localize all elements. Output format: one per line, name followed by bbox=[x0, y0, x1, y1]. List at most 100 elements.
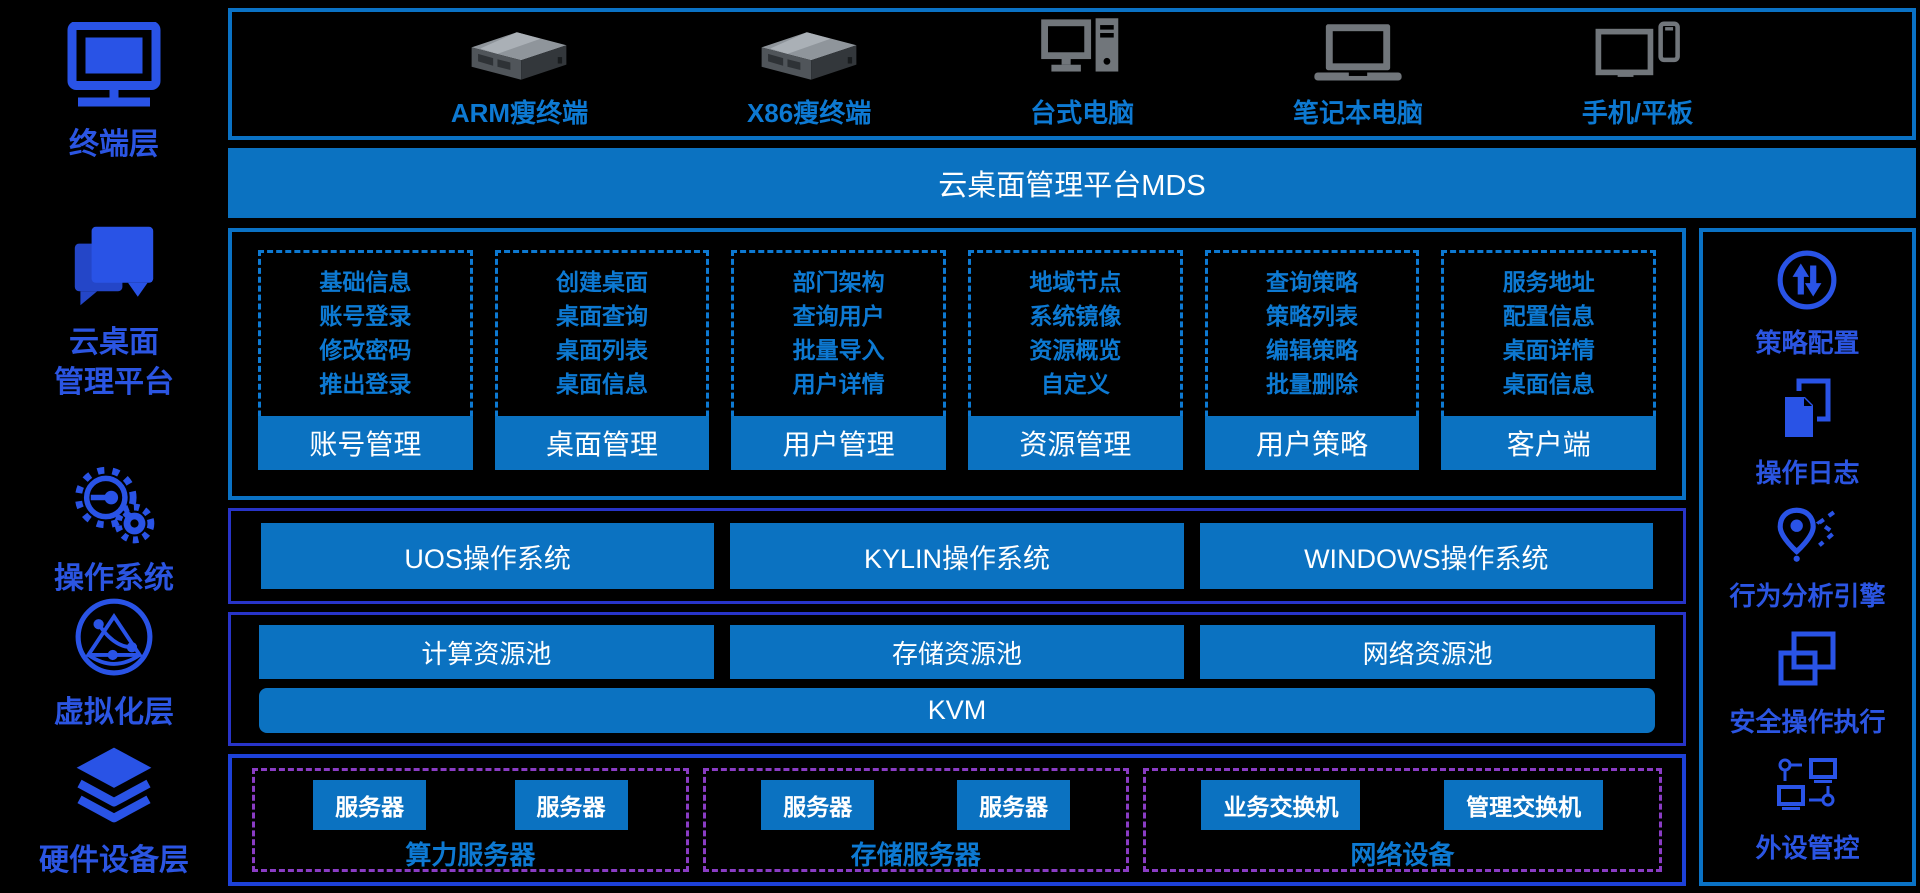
module-label: 用户策略 bbox=[1204, 416, 1420, 470]
module-user-management: 部门架构 查询用户 批量导入 用户详情 用户管理 bbox=[731, 250, 947, 470]
module-item: 修改密码 bbox=[319, 336, 412, 363]
terminal-devices-panel: ARM瘦终端 X86瘦终端 bbox=[228, 8, 1916, 140]
security-features-panel: 策略配置 操作日志 行为分析引擎 bbox=[1699, 228, 1916, 886]
desktop-pc-icon bbox=[1041, 16, 1123, 89]
module-client: 服务地址 配置信息 桌面详情 桌面信息 客户端 bbox=[1441, 250, 1657, 470]
server-chip: 服务器 bbox=[514, 780, 628, 830]
module-item: 批量删除 bbox=[1266, 370, 1359, 397]
feature-label: 策略配置 bbox=[1755, 327, 1860, 358]
module-item: 桌面信息 bbox=[556, 370, 648, 397]
server-chip: 服务器 bbox=[761, 780, 875, 830]
module-item: 账号登录 bbox=[319, 302, 412, 329]
device-label: 笔记本电脑 bbox=[1293, 98, 1424, 128]
operating-system-panel: UOS操作系统 KYLIN操作系统 WINDOWS操作系统 bbox=[228, 508, 1686, 604]
sidebar-label: 硬件设备层 bbox=[39, 844, 189, 877]
switch-chip: 管理交换机 bbox=[1444, 780, 1604, 830]
device-phone-tablet: 手机/平板 bbox=[1582, 20, 1693, 130]
hardware-group-label: 存储服务器 bbox=[850, 840, 981, 870]
hardware-chip-row: 业务交换机 管理交换机 bbox=[1146, 780, 1659, 830]
thin-client-icon bbox=[467, 28, 571, 89]
module-item-list: 地域节点 系统镜像 资源概览 自定义 bbox=[971, 253, 1180, 412]
module-item-list: 创建桌面 桌面查询 桌面列表 桌面信息 bbox=[498, 253, 707, 412]
resource-pool-row: 计算资源池 存储资源池 网络资源池 bbox=[259, 625, 1656, 680]
hardware-group-label: 算力服务器 bbox=[405, 840, 536, 870]
module-item: 地域节点 bbox=[1029, 268, 1122, 295]
module-item: 桌面查询 bbox=[556, 302, 648, 329]
module-label: 资源管理 bbox=[968, 416, 1183, 470]
module-label: 桌面管理 bbox=[494, 416, 710, 470]
server-chip: 服务器 bbox=[957, 780, 1071, 830]
management-modules-panel: 基础信息 账号登录 修改密码 推出登录 账号管理 创建桌面 桌面查询 桌面列表 … bbox=[228, 228, 1686, 500]
module-item: 配置信息 bbox=[1502, 302, 1595, 329]
module-item: 服务地址 bbox=[1502, 268, 1595, 295]
platform-banner: 云桌面管理平台MDS bbox=[228, 148, 1916, 218]
module-item-list: 部门架构 查询用户 批量导入 用户详情 bbox=[734, 253, 943, 412]
feature-label: 行为分析引擎 bbox=[1729, 581, 1886, 612]
module-item: 桌面信息 bbox=[1502, 370, 1595, 397]
sidebar-item-hardware-layer: 硬件设备层 bbox=[0, 744, 228, 881]
module-item-list: 基础信息 账号登录 修改密码 推出登录 bbox=[261, 253, 470, 412]
network-globe-icon bbox=[73, 596, 155, 683]
module-user-policy: 查询策略 策略列表 编辑策略 批量删除 用户策略 bbox=[1204, 250, 1420, 470]
module-item: 桌面列表 bbox=[556, 336, 648, 363]
device-desktop-pc: 台式电脑 bbox=[1030, 16, 1134, 130]
storage-pool-box: 存储资源池 bbox=[729, 625, 1185, 680]
feature-label: 安全操作执行 bbox=[1729, 707, 1886, 738]
device-x86-thin-client: X86瘦终端 bbox=[747, 28, 871, 130]
layers-icon bbox=[68, 744, 160, 831]
switch-chip: 业务交换机 bbox=[1201, 780, 1361, 830]
module-item: 桌面详情 bbox=[1502, 336, 1595, 363]
module-item: 查询策略 bbox=[1266, 268, 1359, 295]
module-item: 批量导入 bbox=[792, 336, 885, 363]
module-account-management: 基础信息 账号登录 修改密码 推出登录 账号管理 bbox=[258, 250, 473, 470]
device-label: 手机/平板 bbox=[1581, 98, 1694, 128]
hardware-group-compute-servers: 服务器 服务器 算力服务器 bbox=[252, 768, 689, 872]
kvm-box: KVM bbox=[259, 688, 1655, 733]
feature-label: 外设管控 bbox=[1755, 833, 1860, 864]
module-label: 账号管理 bbox=[258, 416, 473, 470]
sidebar-label: 终端层 bbox=[69, 128, 159, 161]
virtualization-panel: 计算资源池 存储资源池 网络资源池 KVM bbox=[228, 612, 1686, 746]
phone-tablet-icon bbox=[1595, 20, 1681, 89]
chat-bubbles-icon bbox=[68, 224, 160, 313]
secure-operation-icon bbox=[1777, 630, 1837, 695]
hardware-panel: 服务器 服务器 算力服务器 服务器 服务器 存储服务器 业务交换机 管理交换机 … bbox=[228, 754, 1686, 886]
module-label: 客户端 bbox=[1441, 416, 1657, 470]
monitor-icon bbox=[66, 21, 162, 115]
feature-operation-log: 操作日志 bbox=[1755, 377, 1860, 490]
feature-policy-config: 策略配置 bbox=[1755, 249, 1860, 360]
sidebar-label-line: 管理平台 bbox=[54, 366, 174, 399]
module-desktop-management: 创建桌面 桌面查询 桌面列表 桌面信息 桌面管理 bbox=[494, 250, 710, 470]
module-item: 编辑策略 bbox=[1266, 336, 1359, 363]
gears-icon bbox=[70, 462, 158, 549]
feature-secure-operation: 安全操作执行 bbox=[1729, 630, 1886, 739]
sidebar-label-line: 云桌面 bbox=[69, 326, 159, 359]
operation-log-icon bbox=[1779, 377, 1835, 446]
hardware-chip-row: 服务器 服务器 bbox=[255, 780, 686, 830]
module-item: 创建桌面 bbox=[556, 268, 648, 295]
device-label: X86瘦终端 bbox=[746, 98, 872, 128]
module-item-list: 查询策略 策略列表 编辑策略 批量删除 bbox=[1208, 253, 1417, 412]
device-label: 台式电脑 bbox=[1030, 98, 1135, 128]
feature-behavior-analysis: 行为分析引擎 bbox=[1729, 506, 1886, 613]
hardware-group-label: 网络设备 bbox=[1350, 840, 1455, 870]
behavior-analysis-icon bbox=[1774, 506, 1840, 569]
sidebar-label: 虚拟化层 bbox=[54, 696, 174, 729]
compute-pool-box: 计算资源池 bbox=[259, 625, 714, 680]
feature-peripheral-control: 外设管控 bbox=[1755, 756, 1860, 865]
module-item: 推出登录 bbox=[319, 370, 412, 397]
os-box-uos: UOS操作系统 bbox=[261, 523, 715, 589]
sidebar-label: 云桌面 管理平台 bbox=[54, 323, 174, 403]
sidebar-item-operating-system: 操作系统 bbox=[0, 462, 228, 599]
module-item: 自定义 bbox=[1040, 370, 1110, 397]
peripheral-control-icon bbox=[1775, 756, 1839, 821]
module-resource-management: 地域节点 系统镜像 资源概览 自定义 资源管理 bbox=[968, 250, 1183, 470]
module-item: 用户详情 bbox=[792, 370, 885, 397]
module-item: 资源概览 bbox=[1029, 336, 1122, 363]
sidebar-item-cloud-desktop-platform: 云桌面 管理平台 bbox=[0, 224, 228, 403]
hardware-group-network-devices: 业务交换机 管理交换机 网络设备 bbox=[1142, 768, 1662, 872]
feature-label: 操作日志 bbox=[1755, 457, 1860, 488]
module-item: 查询用户 bbox=[792, 302, 885, 329]
device-arm-thin-client: ARM瘦终端 bbox=[451, 28, 588, 130]
module-item: 策略列表 bbox=[1266, 302, 1359, 329]
